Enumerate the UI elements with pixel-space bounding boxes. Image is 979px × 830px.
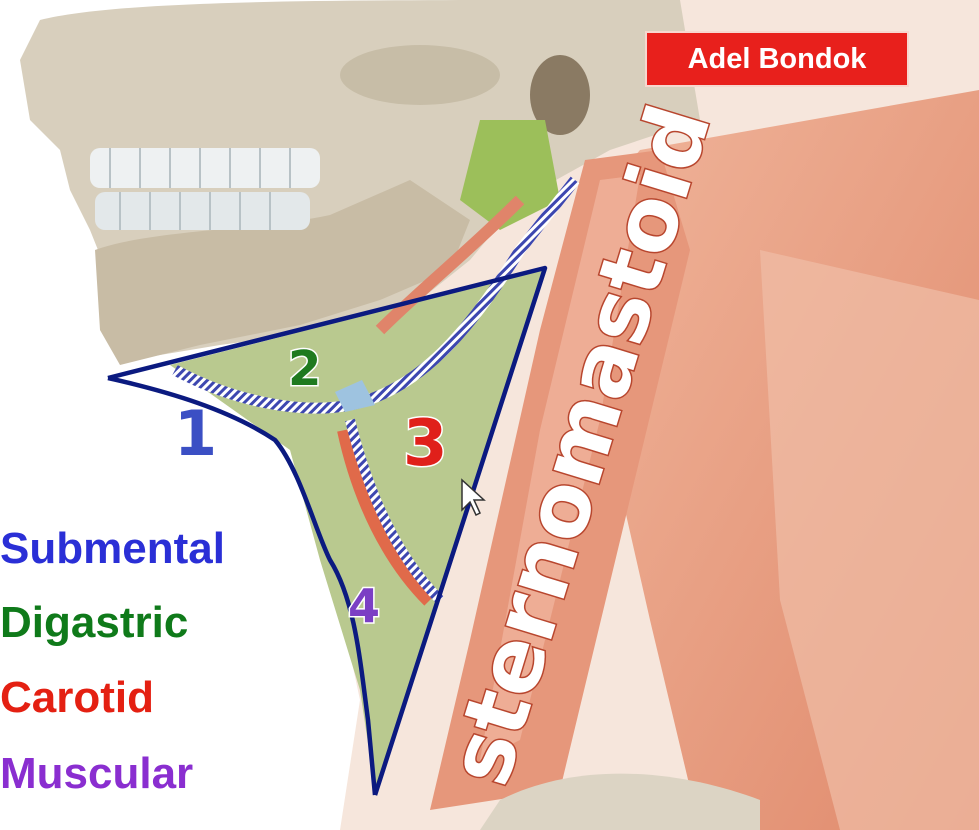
legend-carotid: Carotid (0, 676, 154, 720)
triangle-number-2: 2 (288, 341, 321, 397)
triangle-number-3: 3 (403, 407, 448, 481)
zygomatic-arch (340, 45, 500, 105)
legend-submental: Submental (0, 527, 225, 571)
credit-badge: Adel Bondok (645, 31, 909, 87)
triangle-number-1: 1 (174, 397, 217, 470)
legend-digastric: Digastric (0, 601, 188, 645)
legend-muscular: Muscular (0, 752, 193, 796)
triangle-number-4: 4 (348, 579, 380, 633)
